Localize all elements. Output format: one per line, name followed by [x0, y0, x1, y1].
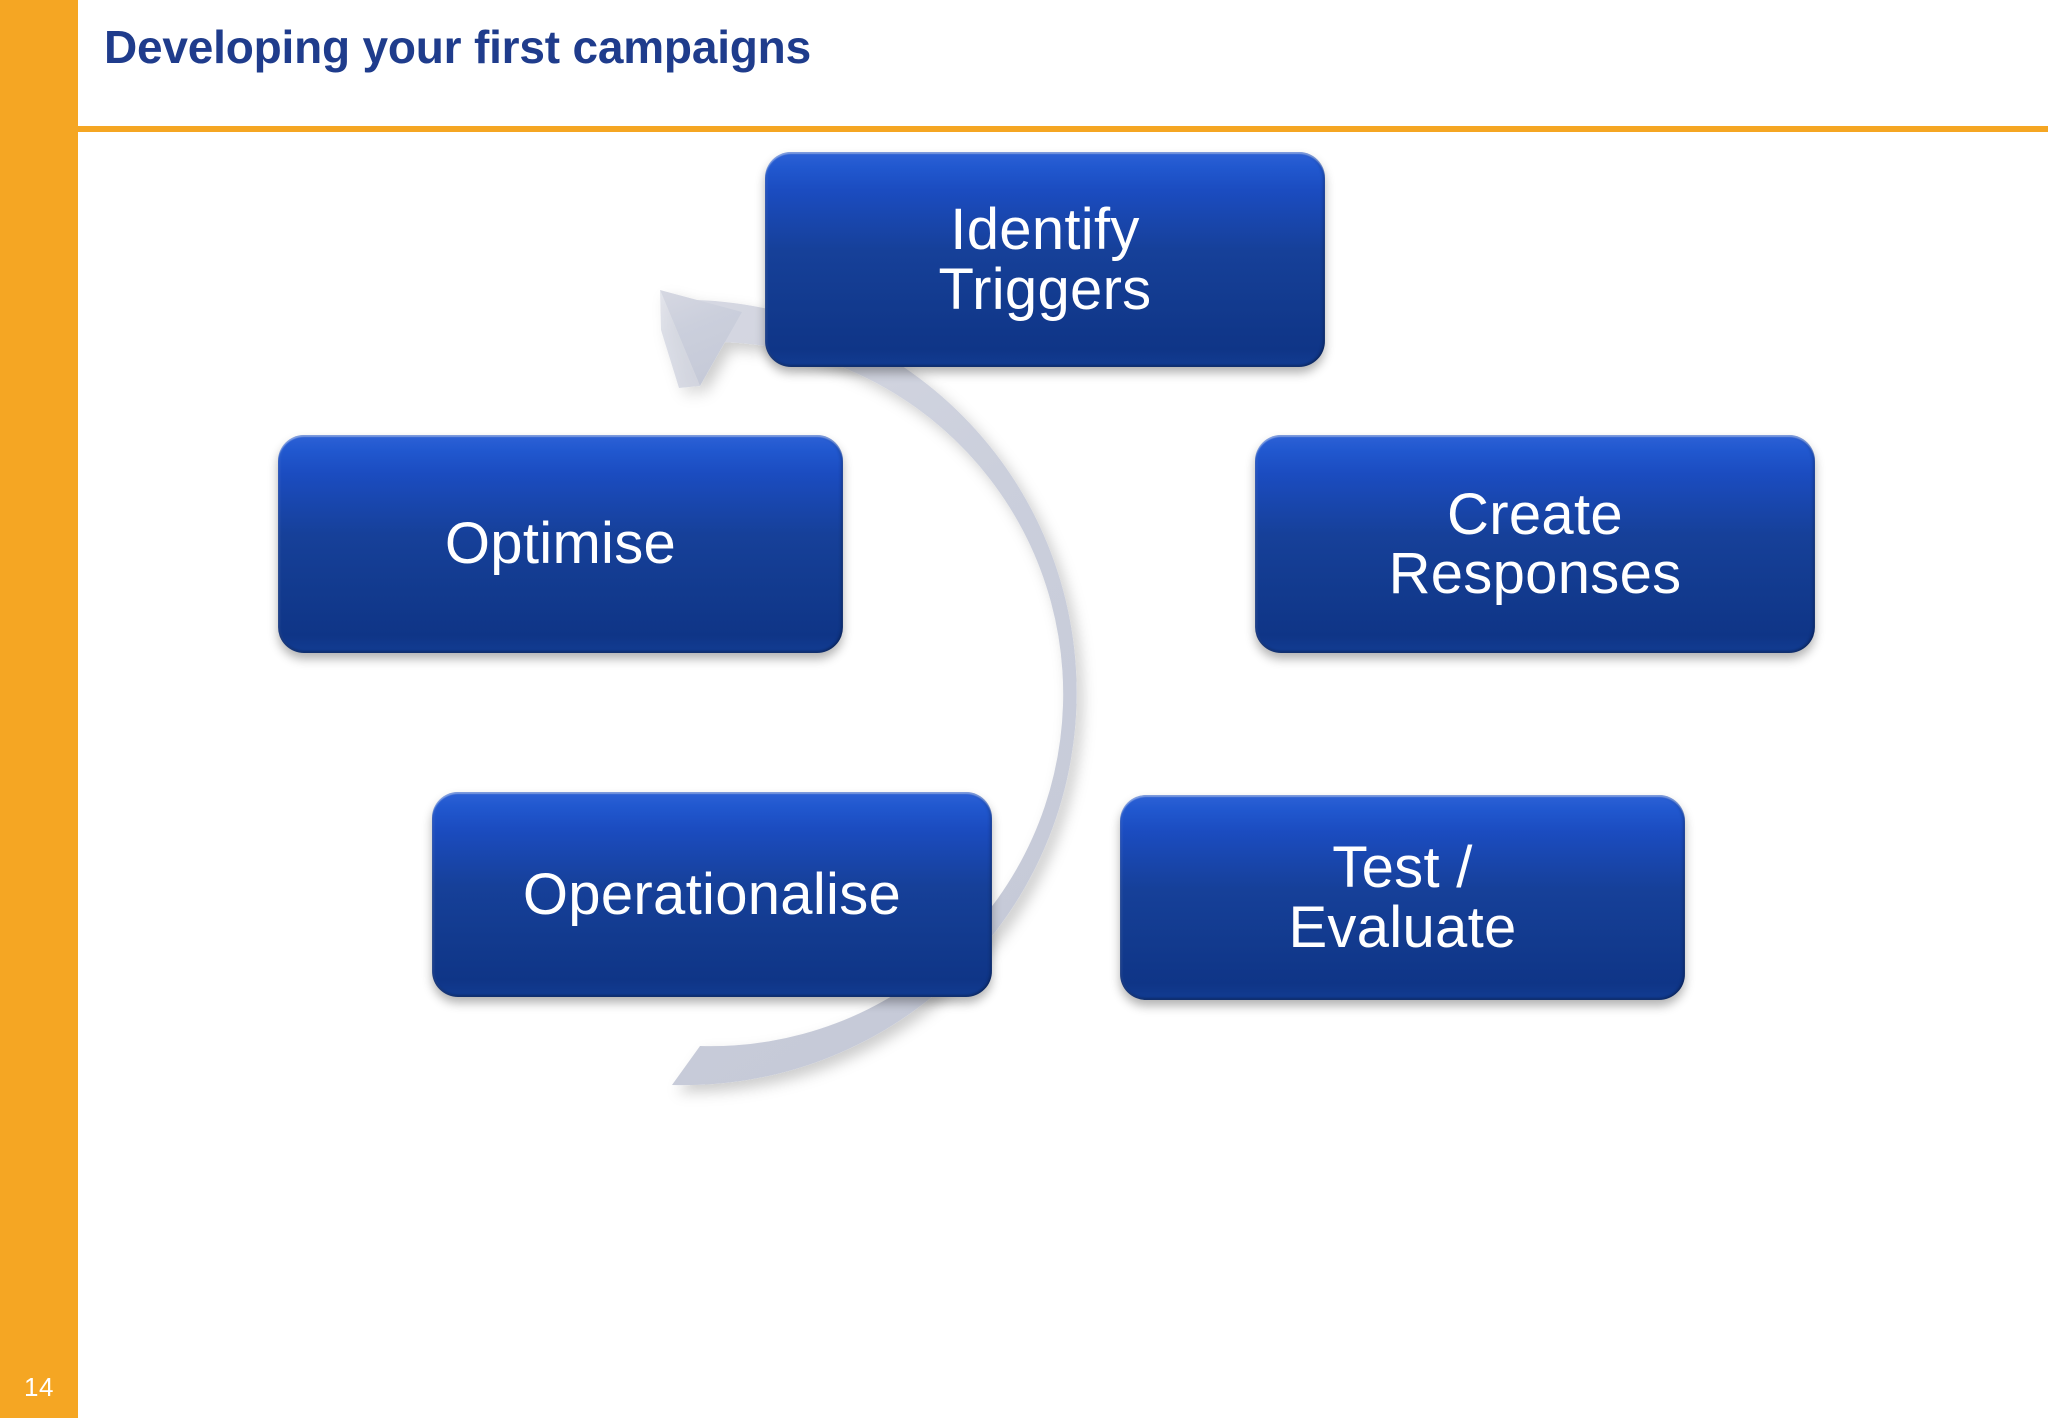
page-title: Developing your first campaigns	[104, 21, 811, 73]
title-underline-rule	[78, 126, 2048, 132]
cycle-node-label: Operationalise	[522, 861, 902, 927]
cycle-node-optimise[interactable]: Optimise	[278, 435, 843, 653]
cycle-node-operationalise[interactable]: Operationalise	[432, 792, 992, 997]
page-number: 14	[24, 1372, 54, 1402]
cycle-node-label: Create Responses	[1388, 481, 1682, 606]
cycle-node-label: Optimise	[444, 511, 677, 577]
cycle-node-label: Test / Evaluate	[1288, 835, 1517, 960]
circular-arrow-icon	[660, 290, 1077, 1086]
left-accent-bar	[0, 0, 78, 1418]
cycle-node-identify-triggers[interactable]: Identify Triggers	[765, 152, 1325, 367]
cycle-node-test-evaluate[interactable]: Test / Evaluate	[1120, 795, 1685, 1000]
cycle-diagram: Identify Triggers Create Responses Test …	[0, 130, 2048, 1418]
cycle-node-create-responses[interactable]: Create Responses	[1255, 435, 1815, 653]
cycle-node-label: Identify Triggers	[938, 197, 1152, 322]
